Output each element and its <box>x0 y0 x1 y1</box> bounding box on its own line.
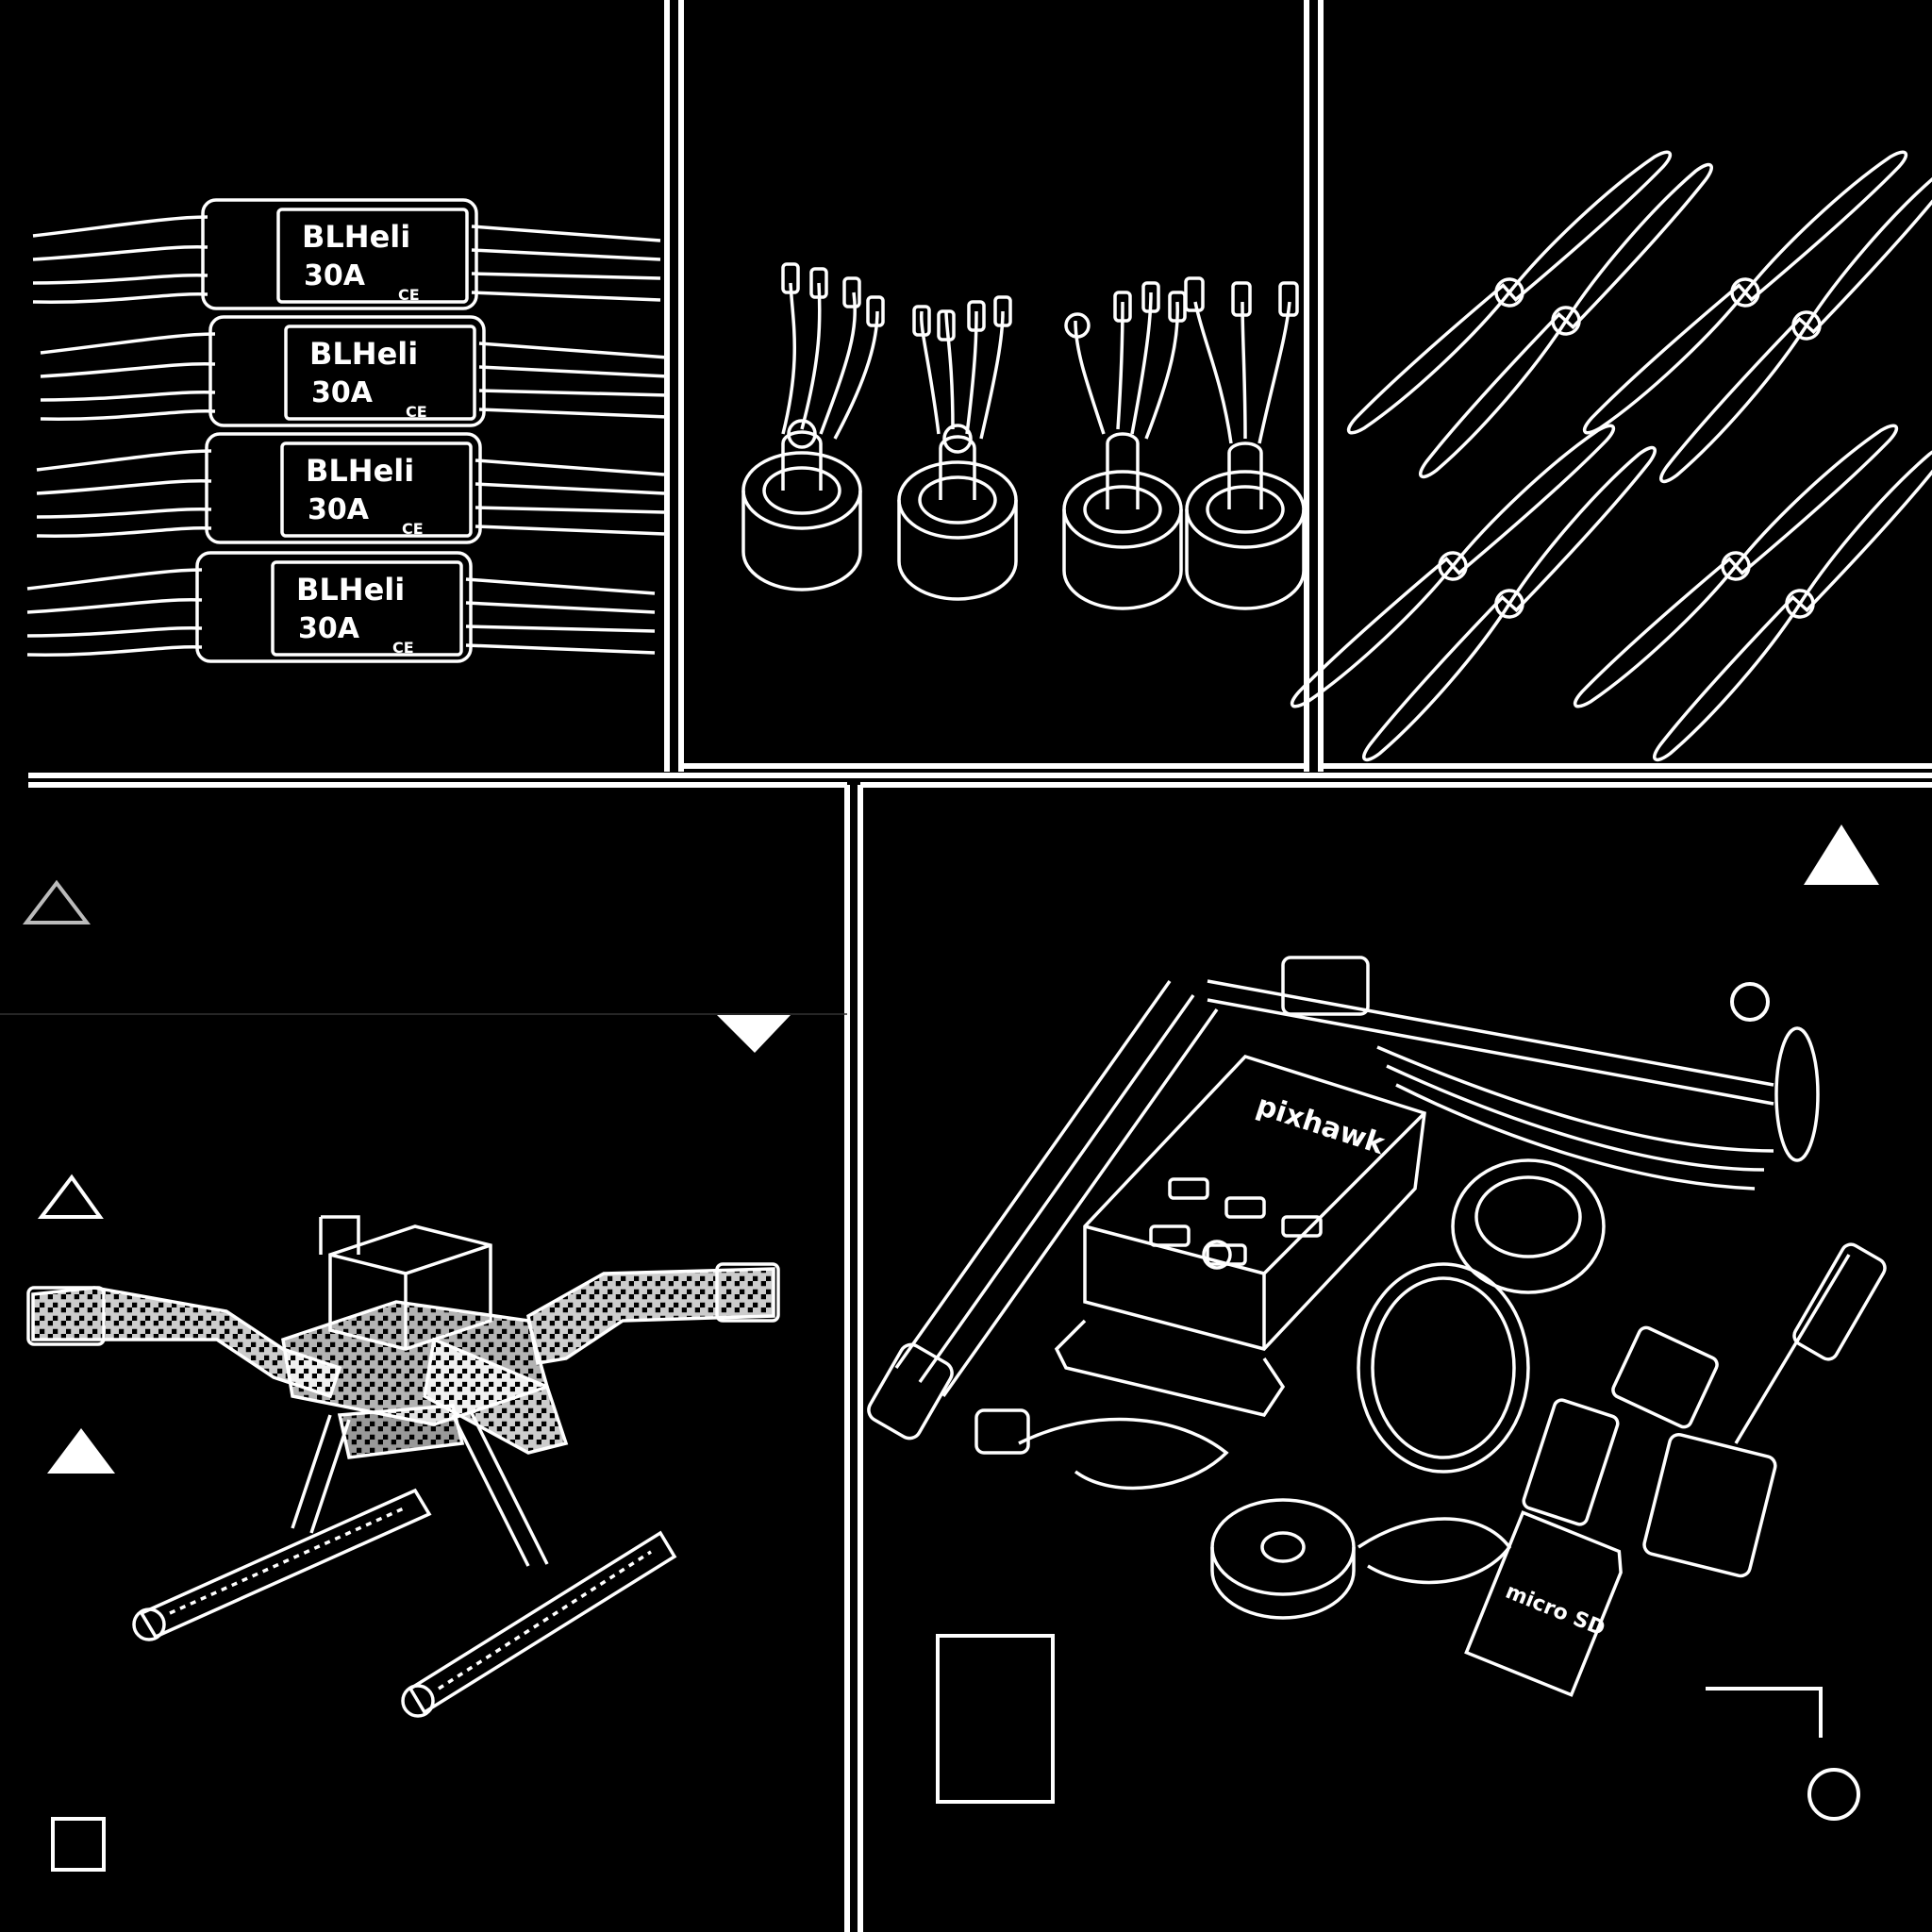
corner-bracket-icon <box>1706 1687 1823 1738</box>
propeller <box>1582 150 1908 435</box>
landing-skid <box>132 1488 432 1641</box>
motor <box>1062 281 1187 610</box>
esc-cert-label: CE <box>406 403 427 421</box>
esc-cert-label: CE <box>392 639 414 657</box>
esc-cert-label: CE <box>402 520 424 538</box>
propeller <box>1362 445 1657 762</box>
propeller <box>1653 445 1932 762</box>
motor-mount-left <box>26 1286 106 1346</box>
coiled-cable <box>1357 1262 1530 1474</box>
esc-brand-label: BLHeli <box>296 572 405 608</box>
square-outline-icon <box>51 1817 106 1872</box>
motor-mount-right <box>715 1262 780 1323</box>
esc-rating-label: 30A <box>308 493 370 526</box>
esc-unit: BLHeli 30A CE <box>32 198 661 310</box>
decor-shapes <box>22 824 1879 1872</box>
frame-arm-right <box>526 1267 775 1366</box>
frame-lower-body <box>337 1404 465 1459</box>
landing-skid <box>401 1530 677 1718</box>
esc-rating-label: 30A <box>298 612 360 645</box>
gps-mast <box>1207 979 1774 1106</box>
module-board <box>1611 1325 1719 1429</box>
esc-rating-label: 30A <box>311 376 374 409</box>
esc-unit: BLHeli 30A CE <box>36 432 665 544</box>
frame-panel <box>26 1215 780 1718</box>
props-panel <box>1290 150 1932 762</box>
frame-top-box <box>319 1215 492 1351</box>
landing-leg <box>291 1412 549 1567</box>
frame-center-plate <box>281 1300 550 1426</box>
esc-unit: BLHeli 30A CE <box>40 315 669 427</box>
propeller <box>1290 424 1616 708</box>
motor <box>897 295 1018 601</box>
propeller <box>1419 162 1713 479</box>
esc-brand-label: BLHeli <box>309 336 418 372</box>
circle-outline-icon <box>1730 982 1770 1022</box>
triangle-outline-icon <box>22 879 92 924</box>
triangle-solid-icon <box>47 1428 115 1474</box>
gps-mast-top <box>1774 1026 1820 1162</box>
esc-rating-label: 30A <box>304 259 366 292</box>
receiver-module <box>1642 1242 1887 1578</box>
propeller <box>1573 424 1899 708</box>
triangle-down-icon <box>717 1015 791 1053</box>
buzzer <box>1210 1498 1356 1620</box>
gps-puck <box>1451 1158 1606 1294</box>
power-cable <box>1018 1417 1229 1491</box>
rectangle-outline-icon <box>936 1634 1055 1804</box>
motor <box>741 262 885 591</box>
motor <box>1184 276 1306 610</box>
esc-brand-label: BLHeli <box>302 219 410 255</box>
esc-unit: BLHeli 30A CE <box>26 551 656 663</box>
esc-panel: BLHeli 30A CE BLHeli 30A CE BLHeli 30A C… <box>26 198 669 663</box>
telemetry-cable <box>894 979 1219 1398</box>
wire-bundle <box>1376 1045 1774 1191</box>
esc-cert-label: CE <box>398 286 420 304</box>
circle-outline-icon <box>1807 1768 1860 1821</box>
propeller <box>1659 167 1932 484</box>
esc-brand-label: BLHeli <box>306 453 414 489</box>
module-board <box>1522 1398 1620 1526</box>
triangle-solid-icon <box>1804 824 1879 885</box>
propeller <box>1346 150 1673 435</box>
triangle-outline-icon <box>37 1174 104 1219</box>
motors-panel <box>741 262 1306 610</box>
